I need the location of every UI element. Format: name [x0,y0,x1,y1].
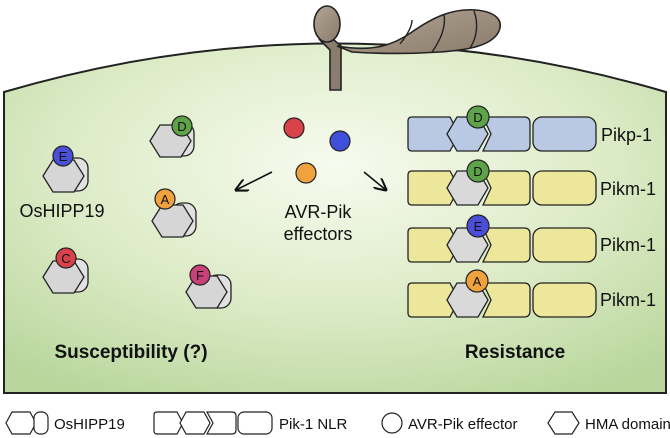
effectors-caption-2: effectors [284,224,353,244]
legend-effector-label: AVR-Pik effector [408,416,517,433]
arrow-to-susceptibility [236,171,273,190]
legend-effector-icon [381,412,403,434]
nlr-row-pikm1-e-letter: E [474,219,483,234]
complex-f-letter: F [196,268,204,283]
nlr-row-pikm1-a-letter: A [473,274,482,289]
nlr-row-pikp1-label: Pikp-1 [601,125,652,145]
effectors-caption-1: AVR-Pik [285,202,353,222]
complex-c: C [42,247,89,294]
complex-a-letter: A [161,192,170,207]
fungus-icon [313,5,501,91]
legend-hma-icon [547,411,580,435]
legend-nlr-label: Pik-1 NLR [279,416,348,433]
legend-hma-label: HMA domain [585,416,670,433]
nlr-row-pikp1-letter: D [473,110,482,125]
complex-e: E [42,145,89,193]
nlr-row-pikm1-e: E Pikm-1 [407,214,656,263]
effector-blue [329,130,351,152]
complex-f: F [185,264,232,309]
nlr-row-pikm1-e-label: Pikm-1 [600,235,656,255]
complex-a: A [151,188,197,238]
legend-hipp-icon [5,411,49,435]
complex-e-letter: E [59,149,68,164]
complex-c-letter: C [61,251,70,266]
legend-nlr-icon [153,411,273,435]
nlr-row-pikm1-a: A Pikm-1 [407,269,656,318]
nlr-row-pikm1-d: D Pikm-1 [407,159,656,206]
resistance-heading: Resistance [465,342,565,363]
legend: OsHIPP19 Pik-1 NLR AVR-Pik effector HMA … [5,411,670,435]
susceptibility-heading: Susceptibility (?) [54,342,207,363]
complex-d: D [149,115,195,158]
nlr-row-pikm1-d-letter: D [473,164,482,179]
nlr-row-pikp1: D Pikp-1 [407,105,652,152]
legend-hipp-label: OsHIPP19 [54,416,125,433]
nlr-row-pikm1-d-label: Pikm-1 [600,179,656,199]
effector-red [283,117,305,139]
oshipp19-label: OsHIPP19 [19,201,104,221]
nlr-row-pikm1-a-label: Pikm-1 [600,290,656,310]
effector-orange [295,162,317,184]
complex-d-letter: D [177,119,186,134]
arrow-to-resistance [363,171,386,190]
